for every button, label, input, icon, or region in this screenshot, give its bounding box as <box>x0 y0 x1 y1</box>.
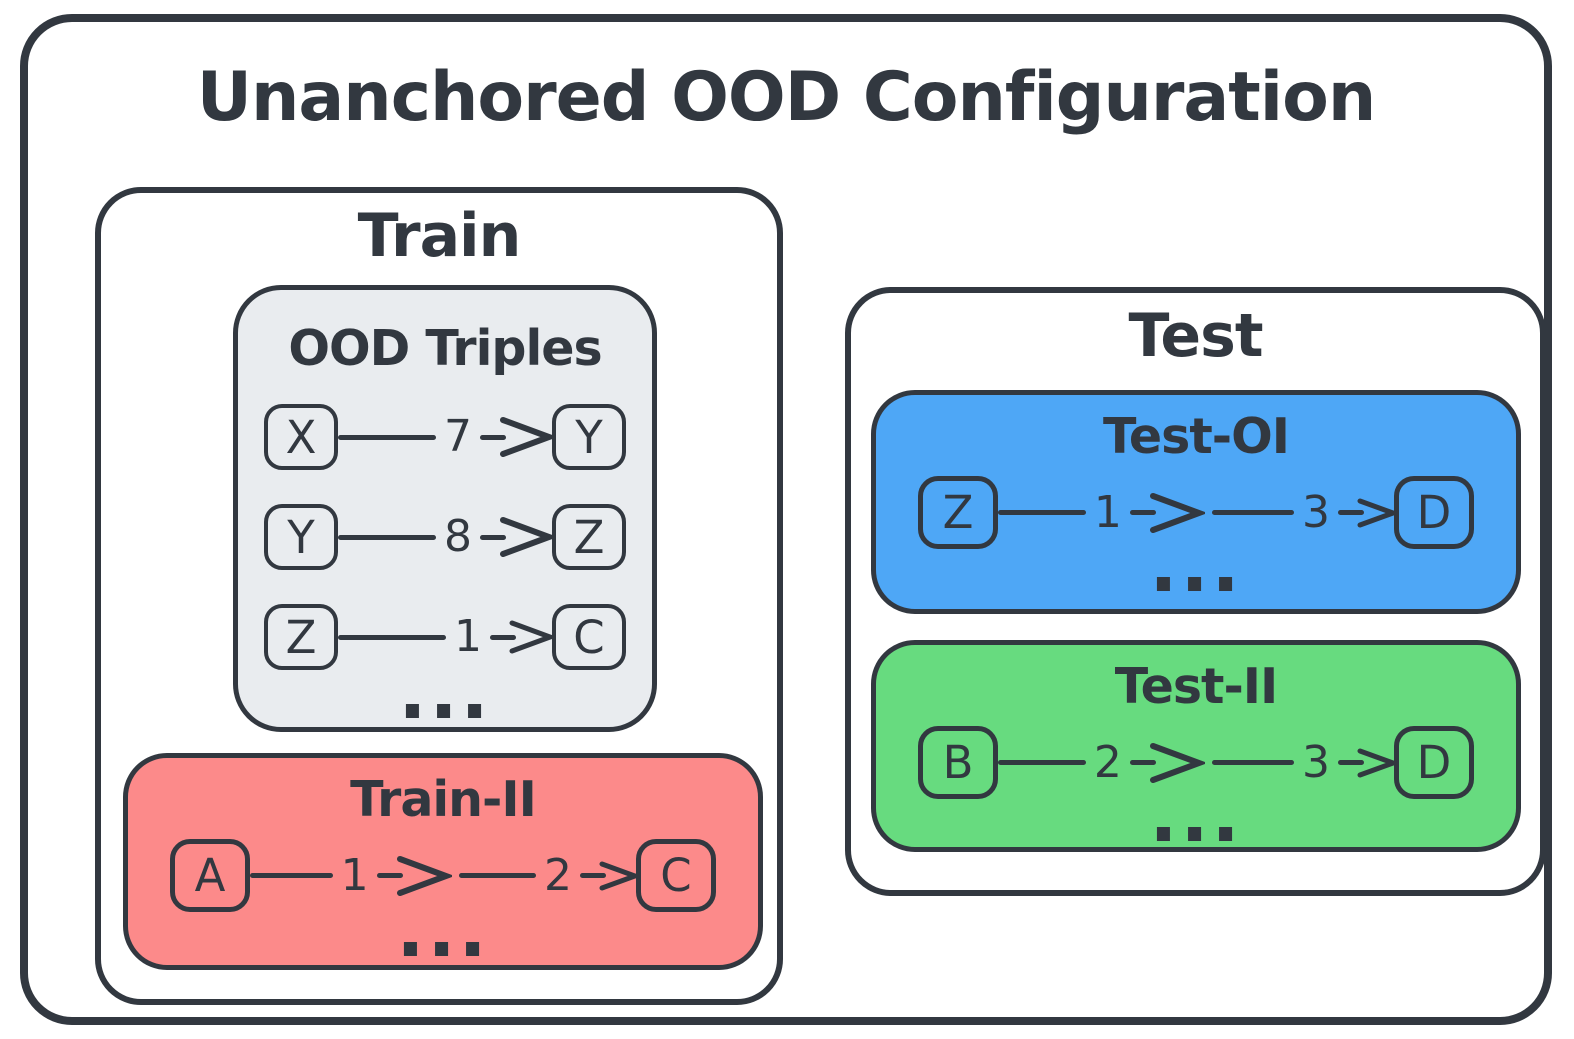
node-label: D <box>1416 486 1452 539</box>
arrow-line <box>338 434 436 440</box>
train-section-title: Train <box>357 201 522 271</box>
test-ii-card: Test-II B 2 3 <box>871 640 1521 859</box>
node-label: Z <box>573 510 605 564</box>
ood-triples-title: OOD Triples <box>288 320 602 377</box>
relation-label: 1 <box>454 611 482 662</box>
arrow-line <box>490 634 516 640</box>
arrow-line <box>480 534 506 540</box>
node-box: Z <box>264 604 338 670</box>
arrowhead-icon <box>500 517 555 557</box>
relation-label: 2 <box>544 849 572 901</box>
arrow-line <box>1338 760 1364 765</box>
node-label: Y <box>575 410 603 464</box>
triple-row: Y 8 Z <box>238 504 652 570</box>
relation-arrow: 3 <box>1211 736 1397 788</box>
arrowhead-icon <box>500 417 555 457</box>
node-label: B <box>942 736 974 789</box>
train-ii-title: Train-II <box>350 771 537 828</box>
ellipsis: ... <box>398 650 492 736</box>
arrow-line <box>1211 760 1294 765</box>
arrowhead-icon <box>1149 742 1205 783</box>
arrowhead-icon <box>1357 498 1397 527</box>
node-box: C <box>636 839 716 912</box>
ellipsis: ... <box>1149 773 1243 859</box>
arrow-line <box>338 534 436 540</box>
ood-triples-card: OOD Triples X 7 Y <box>233 285 657 732</box>
arrow-line <box>250 873 333 878</box>
train-ii-card: Train-II A 1 2 <box>123 753 763 970</box>
arrow-line <box>580 873 606 878</box>
node-label: Y <box>287 510 315 564</box>
two-hop-row: B 2 3 D <box>876 726 1516 799</box>
node-label: Z <box>285 610 317 664</box>
node-box: D <box>1394 476 1474 549</box>
node-box: Z <box>918 476 998 549</box>
two-hop-row: Z 1 3 D <box>876 476 1516 549</box>
relation-arrow: 1 <box>250 849 452 901</box>
test-ii-title: Test-II <box>1114 658 1279 715</box>
relation-label: 2 <box>1093 736 1122 788</box>
two-hop-row: A 1 2 C <box>128 839 758 912</box>
relation-arrow: 3 <box>1211 486 1397 538</box>
triple-row: X 7 Y <box>238 404 652 470</box>
node-box: Y <box>552 404 626 470</box>
outer-frame: Unanchored OOD Configuration Train OOD T… <box>20 14 1552 1025</box>
arrow-line <box>1129 760 1156 765</box>
relation-label: 7 <box>444 411 472 462</box>
ellipsis: ... <box>1149 523 1243 609</box>
arrow-line <box>338 634 446 640</box>
node-label: A <box>194 849 226 902</box>
arrow-line <box>998 510 1086 515</box>
relation-arrow: 1 <box>998 486 1205 538</box>
relation-arrow: 2 <box>458 849 639 901</box>
node-label: C <box>573 610 605 664</box>
node-box: Y <box>264 504 338 570</box>
arrow-line <box>376 873 403 878</box>
relation-arrow: 1 <box>338 611 555 662</box>
arrow-line <box>480 434 506 440</box>
relation-arrow: 2 <box>998 736 1205 788</box>
arrowhead-icon <box>396 855 452 896</box>
arrow-line <box>1211 510 1294 515</box>
node-label: C <box>660 849 692 902</box>
node-box: A <box>170 839 250 912</box>
node-box: D <box>1394 726 1474 799</box>
relation-label: 1 <box>340 849 369 901</box>
arrowhead-icon <box>1357 748 1397 777</box>
node-box: C <box>552 604 626 670</box>
relation-label: 3 <box>1302 486 1330 538</box>
test-section: Test Test-OI Z 1 3 <box>845 287 1546 896</box>
diagram-title: Unanchored OOD Configuration <box>196 58 1376 137</box>
test-section-title: Test <box>1128 301 1263 371</box>
relation-arrow: 8 <box>338 511 555 562</box>
arrow-line <box>1129 510 1156 515</box>
node-box: X <box>264 404 338 470</box>
arrowhead-icon <box>599 861 639 890</box>
test-oi-title: Test-OI <box>1103 408 1290 465</box>
node-label: D <box>1416 736 1452 789</box>
relation-label: 3 <box>1302 736 1330 788</box>
node-box: Z <box>552 504 626 570</box>
train-section: Train OOD Triples X 7 Y <box>95 187 783 1005</box>
node-label: Z <box>942 486 974 539</box>
arrow-line <box>458 873 536 878</box>
arrowhead-icon <box>509 620 555 654</box>
triple-row: Z 1 C <box>238 604 652 670</box>
arrow-line <box>998 760 1086 765</box>
node-label: X <box>285 410 317 464</box>
relation-label: 8 <box>444 511 472 562</box>
arrowhead-icon <box>1149 492 1205 533</box>
relation-label: 1 <box>1093 486 1122 538</box>
ellipsis: ... <box>396 888 490 974</box>
node-box: B <box>918 726 998 799</box>
relation-arrow: 7 <box>338 411 555 462</box>
arrow-line <box>1338 510 1364 515</box>
test-oi-card: Test-OI Z 1 3 <box>871 390 1521 614</box>
